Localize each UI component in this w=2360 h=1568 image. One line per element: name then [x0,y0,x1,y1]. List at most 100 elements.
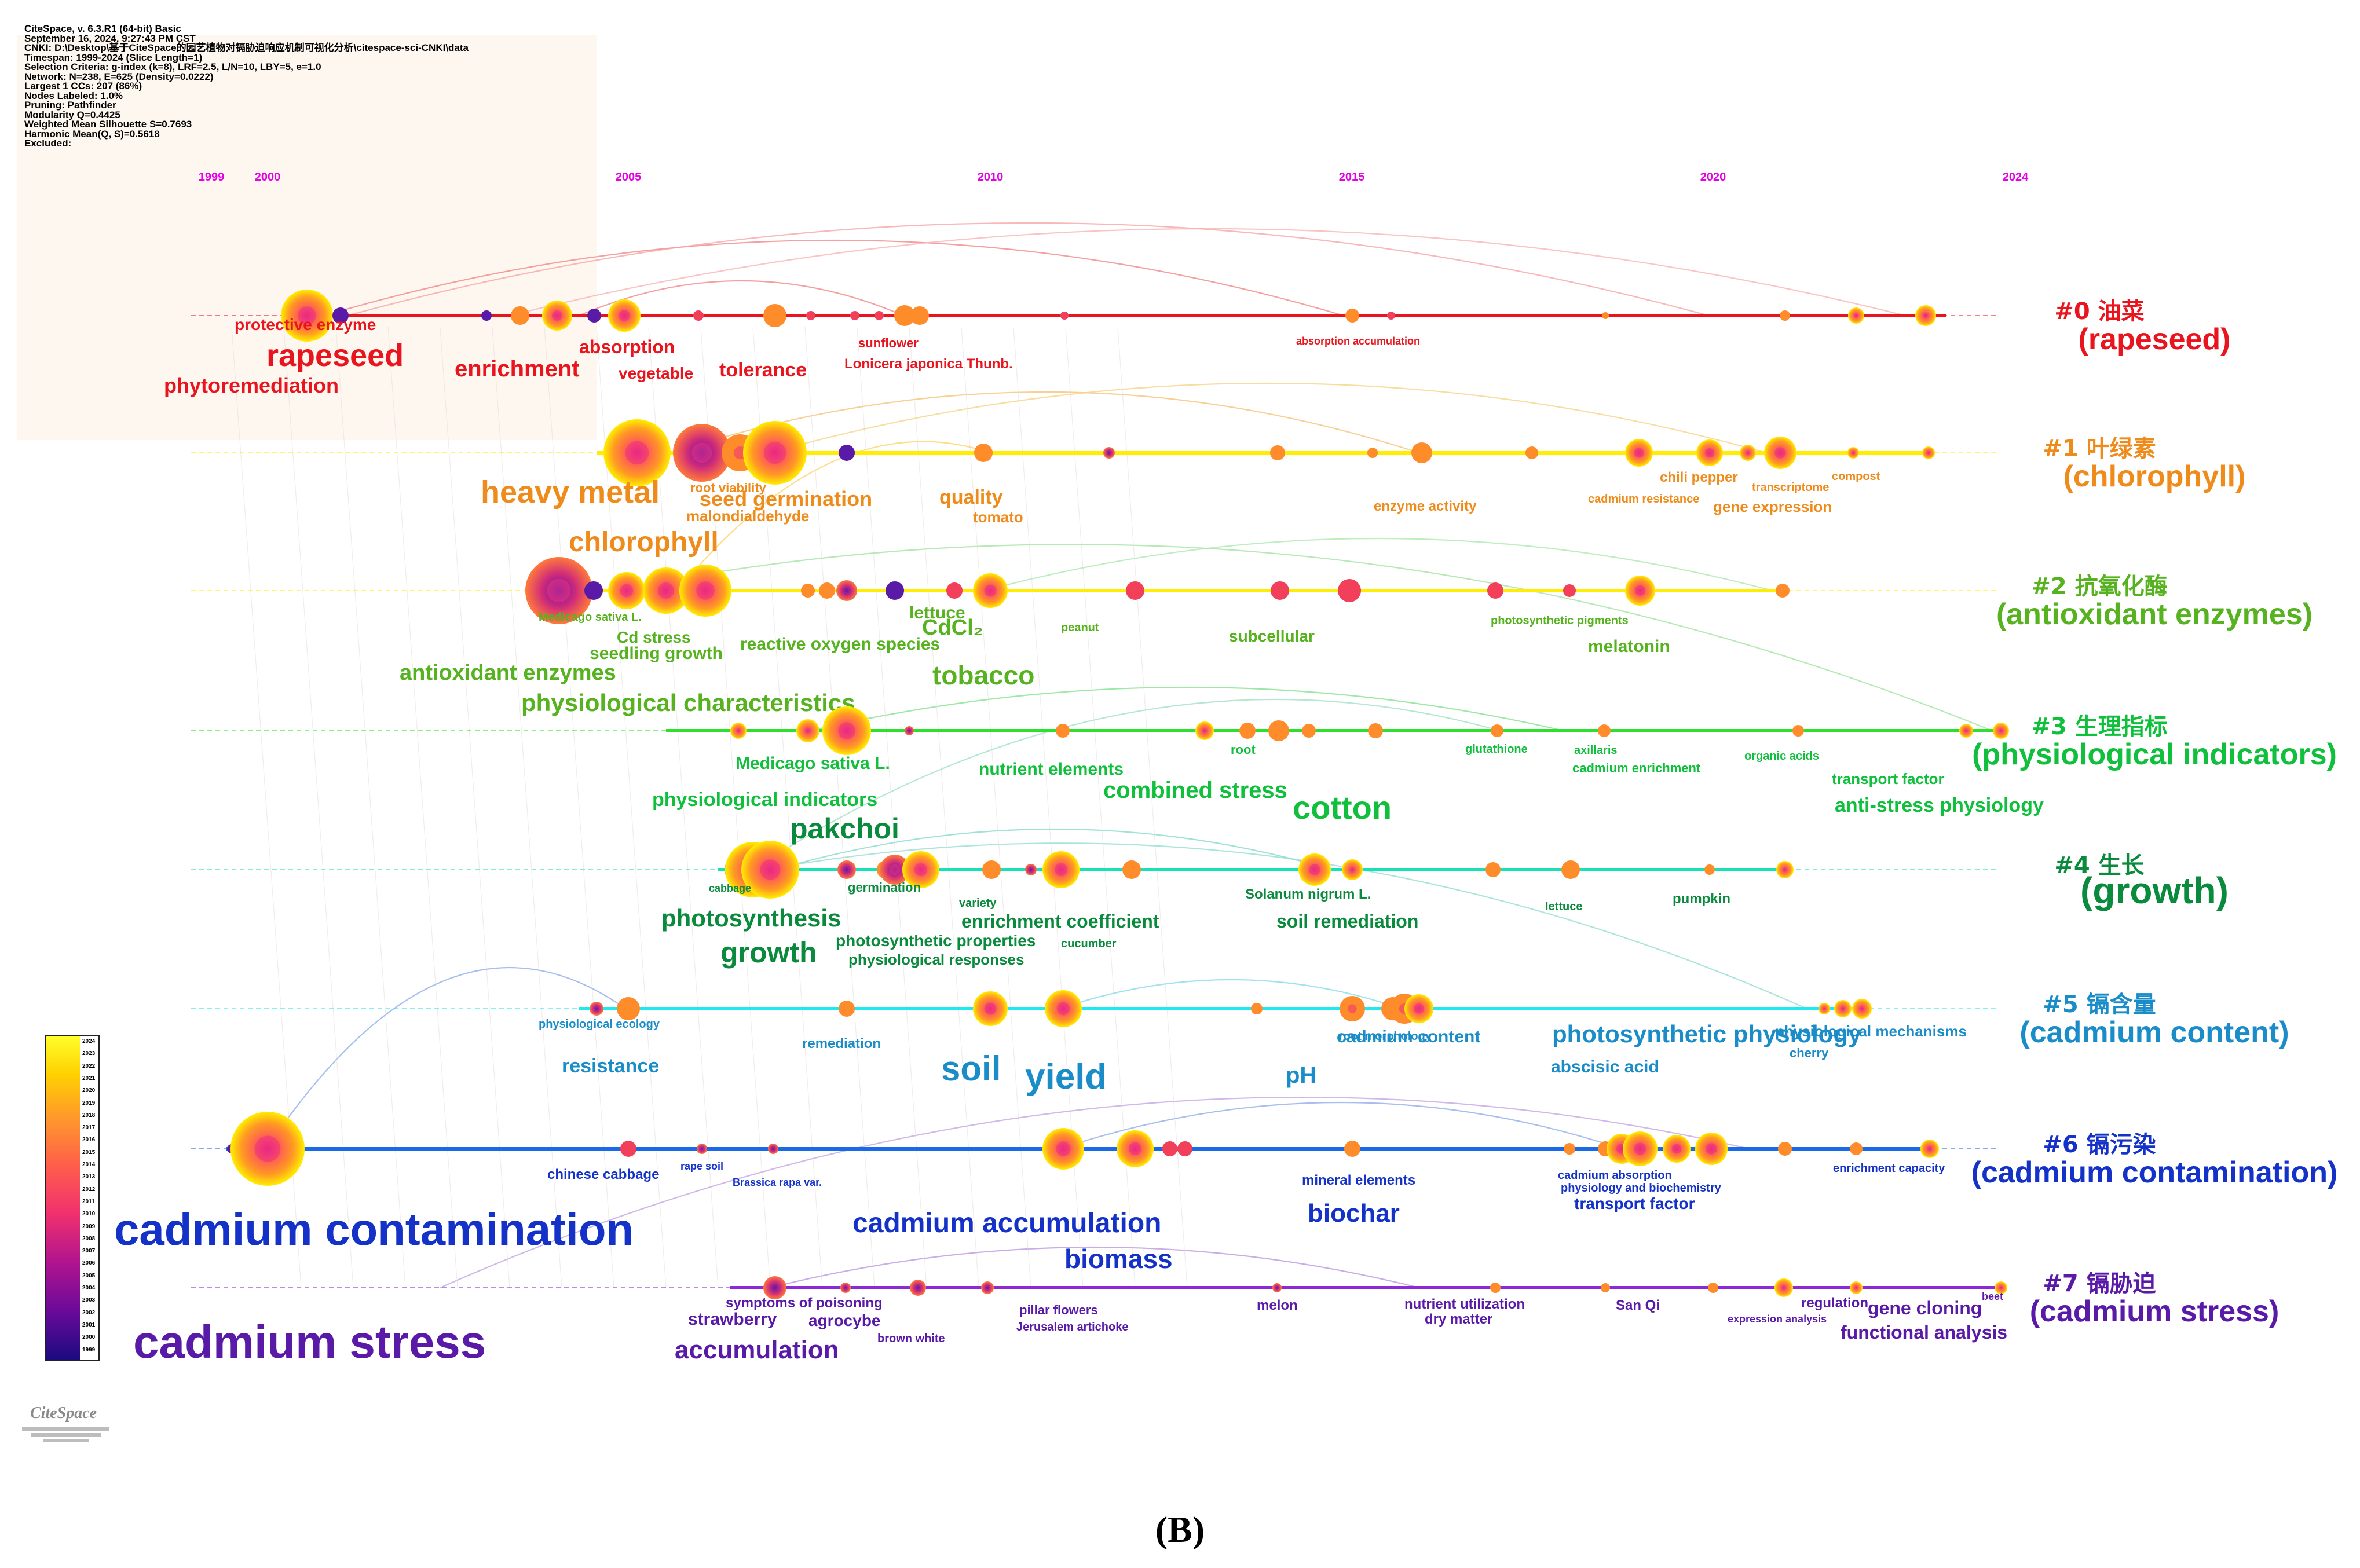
keyword-node[interactable] [1740,445,1756,461]
keyword-node[interactable] [768,1144,778,1154]
keyword-node[interactable] [1598,724,1611,737]
keyword-node[interactable] [1922,446,1935,459]
keyword-label: transport factor [1574,1195,1695,1212]
keyword-node[interactable] [796,719,819,742]
faint-link [700,327,771,1288]
keyword-node[interactable] [1271,581,1289,600]
keyword-node[interactable] [730,723,747,739]
keyword-node[interactable] [1162,1141,1177,1156]
keyword-node[interactable] [982,860,1001,879]
keyword-node[interactable] [1792,725,1804,737]
keyword-node[interactable] [1704,864,1715,875]
keyword-node[interactable] [840,1283,851,1293]
keyword-node[interactable] [697,1144,707,1154]
keyword-node[interactable] [1126,581,1144,600]
keyword-node[interactable] [1056,724,1070,738]
keyword-node[interactable] [1490,1283,1501,1293]
keyword-node[interactable] [1561,860,1580,879]
keyword-node[interactable] [1778,1142,1792,1156]
keyword-node[interactable] [1302,724,1316,738]
faint-link [648,327,719,1288]
keyword-node[interactable] [1103,447,1115,459]
keyword-node[interactable] [1268,720,1289,741]
keyword-node[interactable] [1564,1143,1575,1155]
keyword-node[interactable] [910,306,929,325]
keyword-node[interactable] [1995,1281,2007,1294]
keyword-node[interactable] [839,1001,855,1017]
keyword-node[interactable] [1239,723,1256,739]
keyword-node[interactable] [1563,584,1576,597]
keyword-node[interactable] [875,311,884,320]
keyword-node[interactable] [1852,999,1872,1019]
keyword-node[interactable] [1368,723,1383,738]
cluster-name-label: (antioxidant enzymes) [1996,598,2313,631]
keyword-node[interactable] [1342,859,1363,880]
keyword-node[interactable] [1491,724,1503,737]
keyword-node[interactable] [974,444,993,462]
keyword-node[interactable] [1387,312,1395,320]
keyword-node[interactable] [1485,862,1501,877]
keyword-node[interactable] [946,582,963,599]
keyword-node[interactable] [1525,446,1538,459]
keyword-node[interactable] [850,311,859,320]
keyword-node[interactable] [1834,1000,1852,1017]
keyword-node[interactable] [763,1276,786,1299]
keyword-node[interactable] [819,582,835,599]
keyword-node[interactable] [981,1281,994,1294]
keyword-node[interactable] [481,310,492,321]
keyword-node[interactable] [1850,1281,1863,1294]
keyword-node[interactable] [1025,864,1037,875]
keyword-node[interactable] [1270,445,1285,460]
keyword-label: variety [959,897,997,910]
keyword-node[interactable] [1993,723,2009,739]
keyword-node[interactable] [1776,861,1794,878]
keyword-node[interactable] [587,309,601,323]
keyword-node[interactable] [1708,1283,1718,1293]
keyword-node[interactable] [1122,860,1141,879]
keyword-node[interactable] [905,726,914,735]
keyword-node[interactable] [1915,305,1936,326]
keyword-node[interactable] [1848,307,1864,324]
keyword-node[interactable] [617,997,640,1020]
keyword-node[interactable] [693,310,704,321]
keyword-label: abscisic acid [1551,1057,1659,1076]
keyword-node[interactable] [584,581,603,600]
keyword-node[interactable] [801,584,815,598]
keyword-node[interactable] [1411,442,1432,463]
keyword-node[interactable] [1601,1283,1610,1292]
legend-year-label: 2004 [82,1285,96,1291]
keyword-node[interactable] [1959,724,1973,738]
keyword-node[interactable] [1177,1141,1192,1156]
keyword-node[interactable] [836,580,857,601]
keyword-node[interactable] [806,311,815,320]
keyword-node[interactable] [837,860,856,879]
keyword-node[interactable] [590,1002,603,1016]
keyword-node[interactable] [1819,1003,1830,1014]
keyword-node[interactable] [1847,447,1859,459]
keyword-node[interactable] [1487,582,1503,599]
keyword-node[interactable] [1367,448,1378,458]
keyword-node[interactable] [886,581,904,600]
keyword-node[interactable] [1602,312,1609,319]
keyword-node[interactable] [620,1141,636,1157]
keyword-node[interactable] [1345,309,1359,323]
keyword-node[interactable] [1780,310,1790,321]
keyword-label: cucumber [1061,937,1117,950]
keyword-node[interactable] [1251,1003,1263,1014]
keyword-node[interactable] [894,305,915,326]
keyword-node[interactable] [763,304,786,327]
keyword-node[interactable] [1060,312,1069,320]
keyword-node[interactable] [511,306,529,325]
keyword-node[interactable] [1195,721,1214,740]
keyword-node[interactable] [1776,584,1790,598]
keyword-node[interactable] [839,445,855,461]
keyword-node[interactable] [1920,1140,1939,1158]
keyword-node[interactable] [1338,579,1361,602]
keyword-node[interactable] [1774,1278,1793,1297]
keyword-node[interactable] [332,307,349,324]
keyword-node[interactable] [1344,1141,1360,1157]
keyword-label: pillar flowers [1019,1303,1098,1317]
keyword-node[interactable] [1850,1142,1863,1155]
keyword-node[interactable] [910,1280,926,1296]
keyword-node[interactable] [1272,1283,1282,1292]
